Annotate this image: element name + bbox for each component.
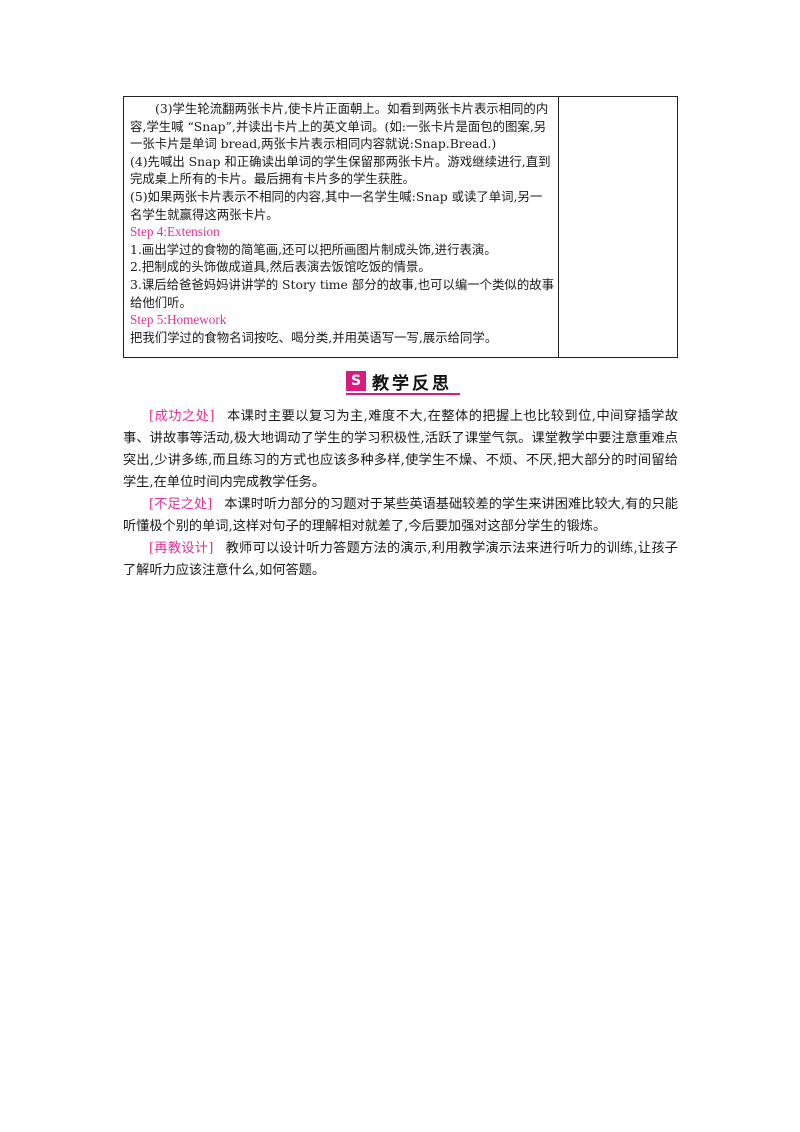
reflection-section-header: S 教学反思 [346, 369, 452, 394]
success-text: 本课时主要以复习为主,难度不大,在整体的把握上也比较到位,中间穿插学故事、讲故事… [123, 409, 678, 490]
activity-step-3: (3)学生轮流翻两张卡片,使卡片正面朝上。如看到两张卡片表示相同的内容,学生喊 … [130, 101, 549, 152]
procedure-cell: (3)学生轮流翻两张卡片,使卡片正面朝上。如看到两张卡片表示相同的内容,学生喊 … [124, 97, 559, 357]
shortcoming-text: 本课时听力部分的习题对于某些英语基础较差的学生来讲困难比较大,有的只能听懂极个别… [123, 497, 678, 534]
redesign-tag: [再教设计] [149, 541, 214, 556]
redesign-text: 教师可以设计听力答题方法的演示,利用教学演示法来进行听力的训练,让孩子了解听力应… [123, 541, 678, 578]
step5-heading: Step 5:Homework [130, 312, 227, 328]
lesson-procedure-table: (3)学生轮流翻两张卡片,使卡片正面朝上。如看到两张卡片表示相同的内容,学生喊 … [123, 96, 678, 358]
shortcoming-tag: [不足之处] [149, 497, 213, 512]
extension-item-3: 3.课后给爸爸妈妈讲讲学的 Story time 部分的故事,也可以编一个类似的… [130, 276, 554, 310]
extension-item-1: 1.画出学过的食物的简笔画,还可以把所画图片制成头饰,进行表演。 [130, 241, 497, 257]
redesign-paragraph: [再教设计]教师可以设计听力答题方法的演示,利用教学演示法来进行听力的训练,让孩… [123, 538, 678, 582]
section-title: 教学反思 [372, 373, 452, 394]
step4-heading: Step 4:Extension [130, 224, 220, 240]
teaching-reflection: [成功之处]本课时主要以复习为主,难度不大,在整体的把握上也比较到位,中间穿插学… [123, 406, 678, 582]
shortcoming-paragraph: [不足之处]本课时听力部分的习题对于某些英语基础较差的学生来讲困难比较大,有的只… [123, 494, 678, 538]
notes-cell [559, 97, 677, 357]
success-paragraph: [成功之处]本课时主要以复习为主,难度不大,在整体的把握上也比较到位,中间穿插学… [123, 406, 678, 494]
activity-step-5: (5)如果两张卡片表示不相同的内容,其中一名学生喊:Snap 或读了单词,另一名… [130, 188, 543, 222]
section-underline [346, 393, 460, 395]
extension-item-2: 2.把制成的头饰做成道具,然后表演去饭馆吃饭的情景。 [130, 259, 431, 275]
section-logo-icon: S [346, 371, 366, 391]
homework-text: 把我们学过的食物名词按吃、喝分类,并用英语写一写,展示给同学。 [130, 329, 498, 345]
success-tag: [成功之处] [149, 409, 215, 424]
activity-step-4: (4)先喊出 Snap 和正确读出单词的学生保留那两张卡片。游戏继续进行,直到完… [130, 153, 551, 187]
